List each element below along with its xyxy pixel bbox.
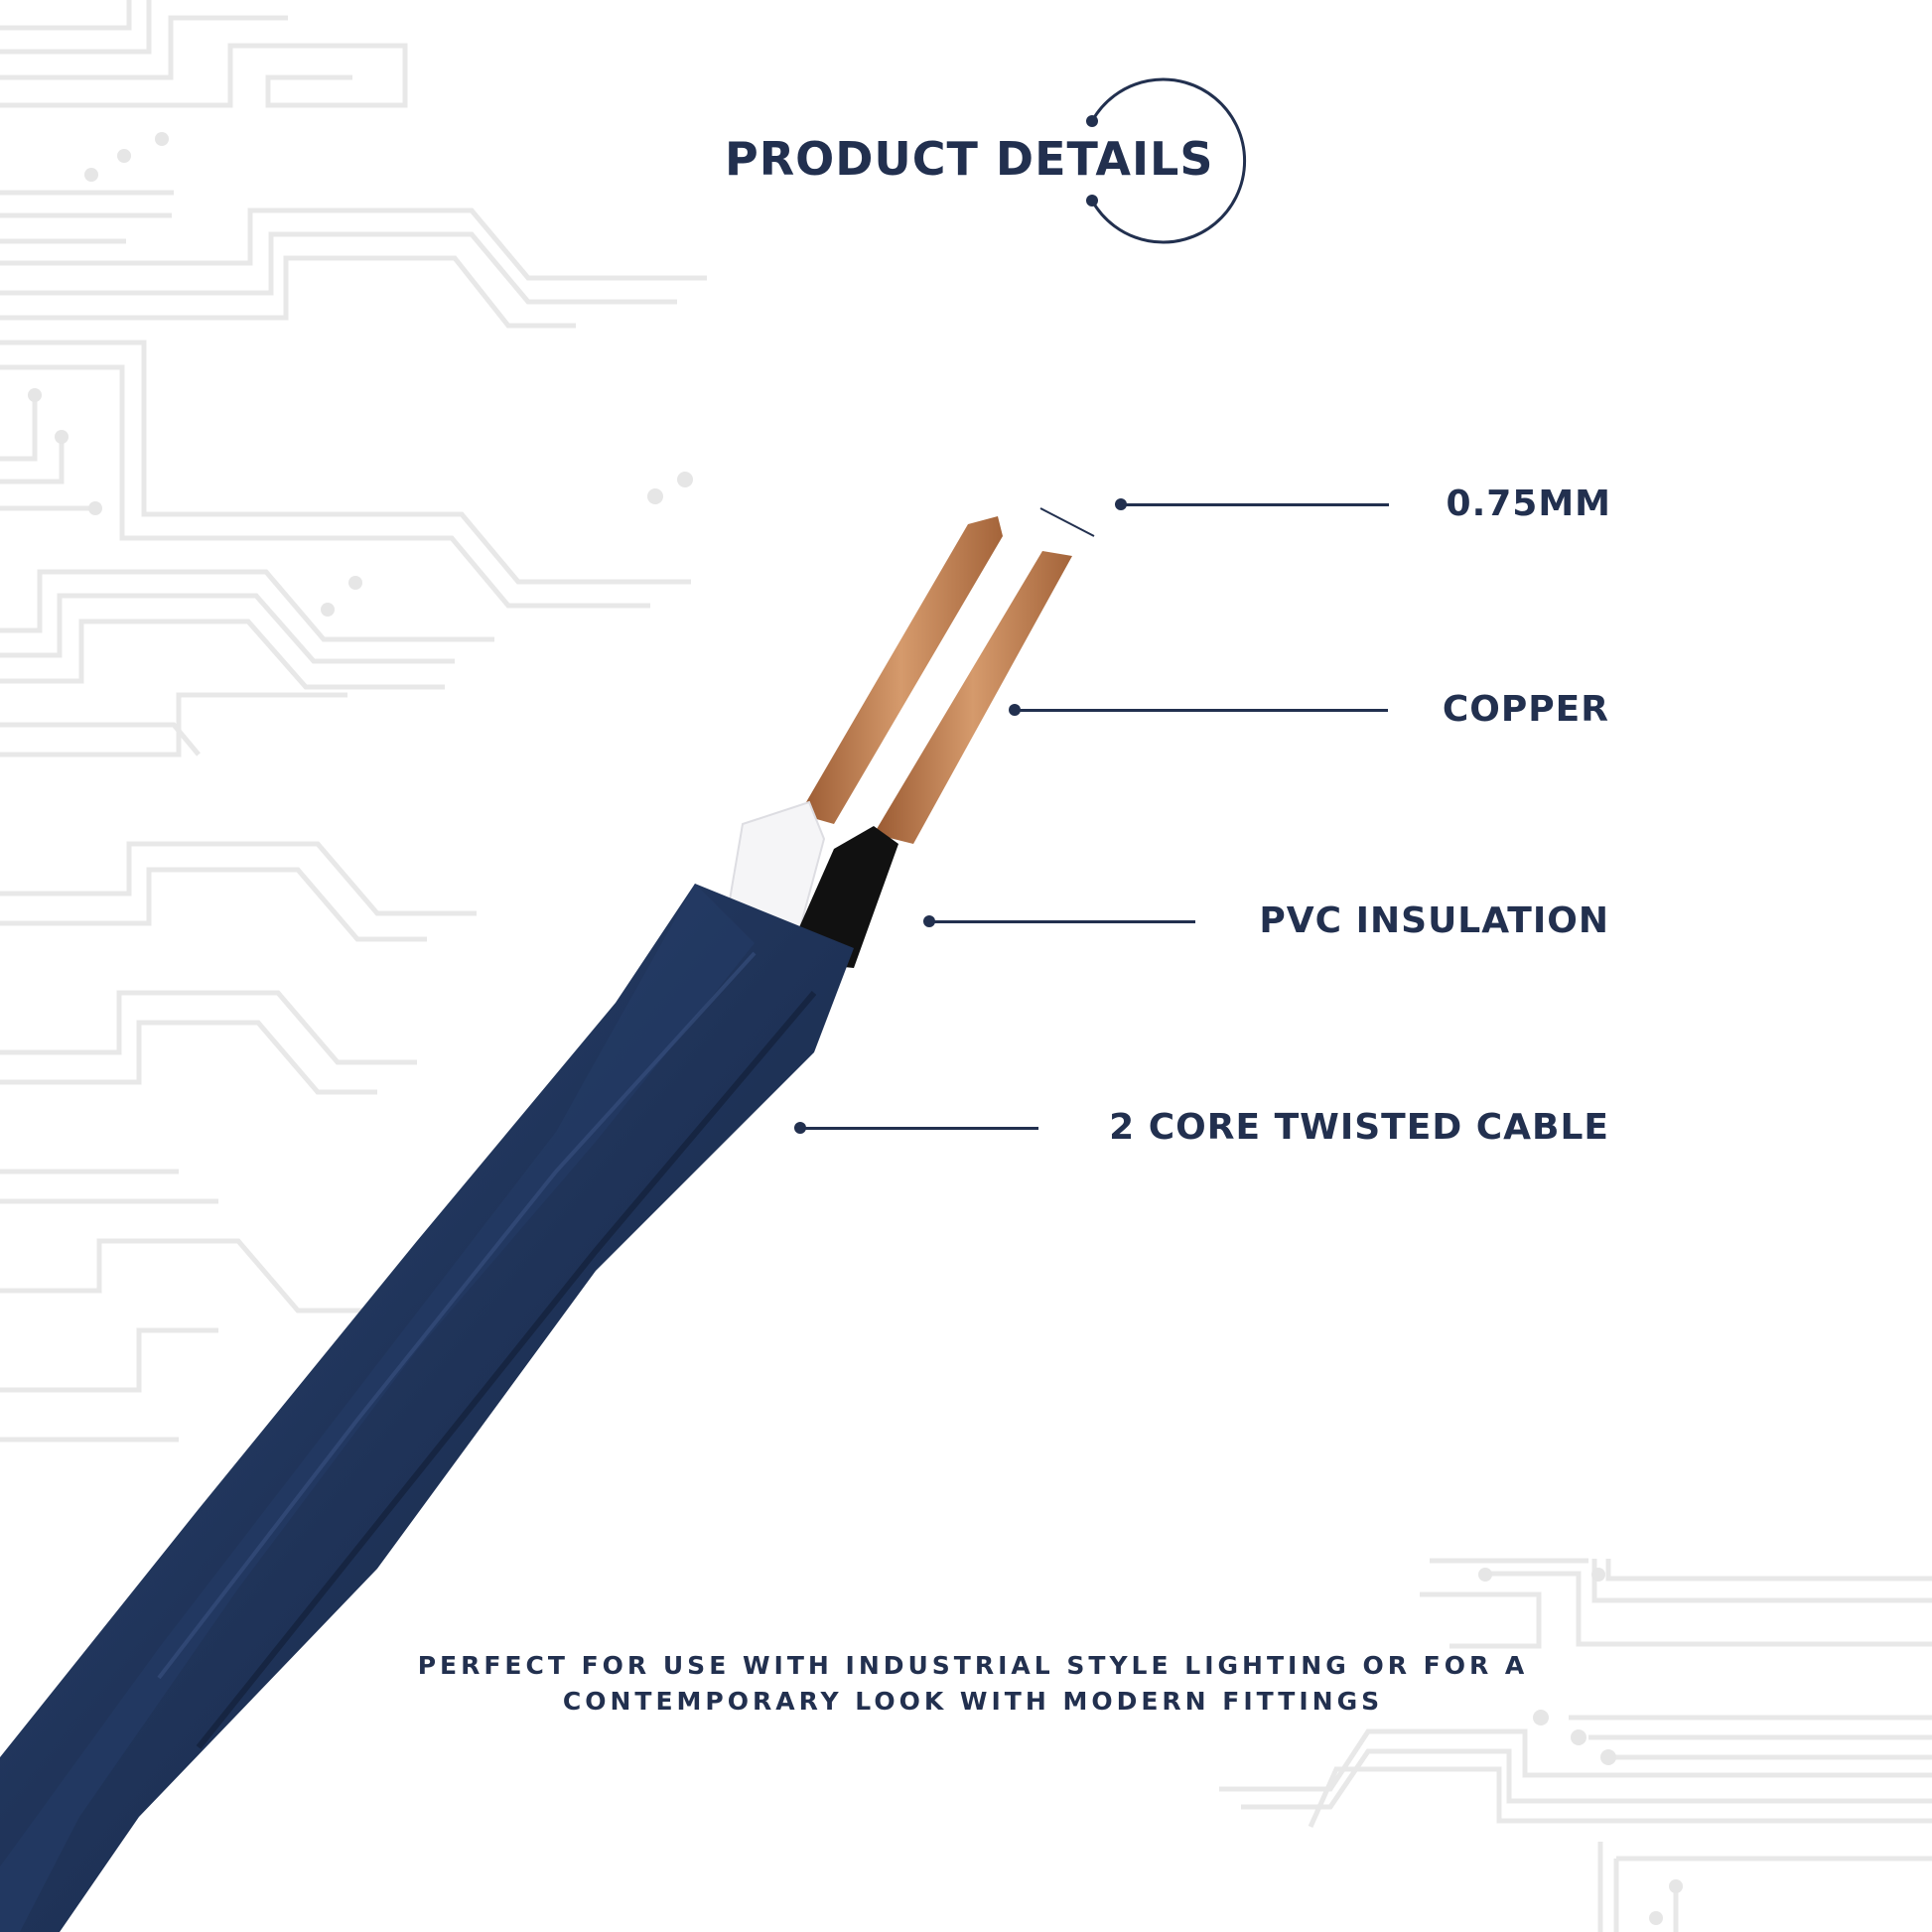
callout-line [1015, 709, 1388, 712]
callout-insulation: PVC INSULATION [923, 901, 1609, 941]
callout-label: COPPER [1442, 689, 1609, 730]
callout-line [929, 920, 1195, 923]
title-circle-arc-icon [1086, 77, 1247, 244]
callout-conductor: COPPER [1009, 690, 1609, 730]
callout-cable-type: 2 CORE TWISTED CABLE [794, 1108, 1609, 1148]
callout-line [800, 1127, 1038, 1130]
callout-label: 0.75MM [1446, 483, 1611, 524]
copper-strand-left [799, 516, 1003, 824]
copper-strand-right [874, 551, 1072, 844]
tagline-line-2: CONTEMPORARY LOOK WITH MODERN FITTINGS [562, 1687, 1384, 1716]
product-tagline: PERFECT FOR USE WITH INDUSTRIAL STYLE LI… [397, 1648, 1549, 1720]
page-title: PRODUCT DETAILS [725, 132, 1214, 186]
callout-wire-gauge: 0.75MM [1115, 484, 1611, 524]
tagline-line-1: PERFECT FOR USE WITH INDUSTRIAL STYLE LI… [417, 1651, 1529, 1680]
callout-line [1121, 503, 1389, 506]
callout-label: PVC INSULATION [1259, 900, 1609, 941]
callout-label: 2 CORE TWISTED CABLE [1109, 1107, 1609, 1148]
